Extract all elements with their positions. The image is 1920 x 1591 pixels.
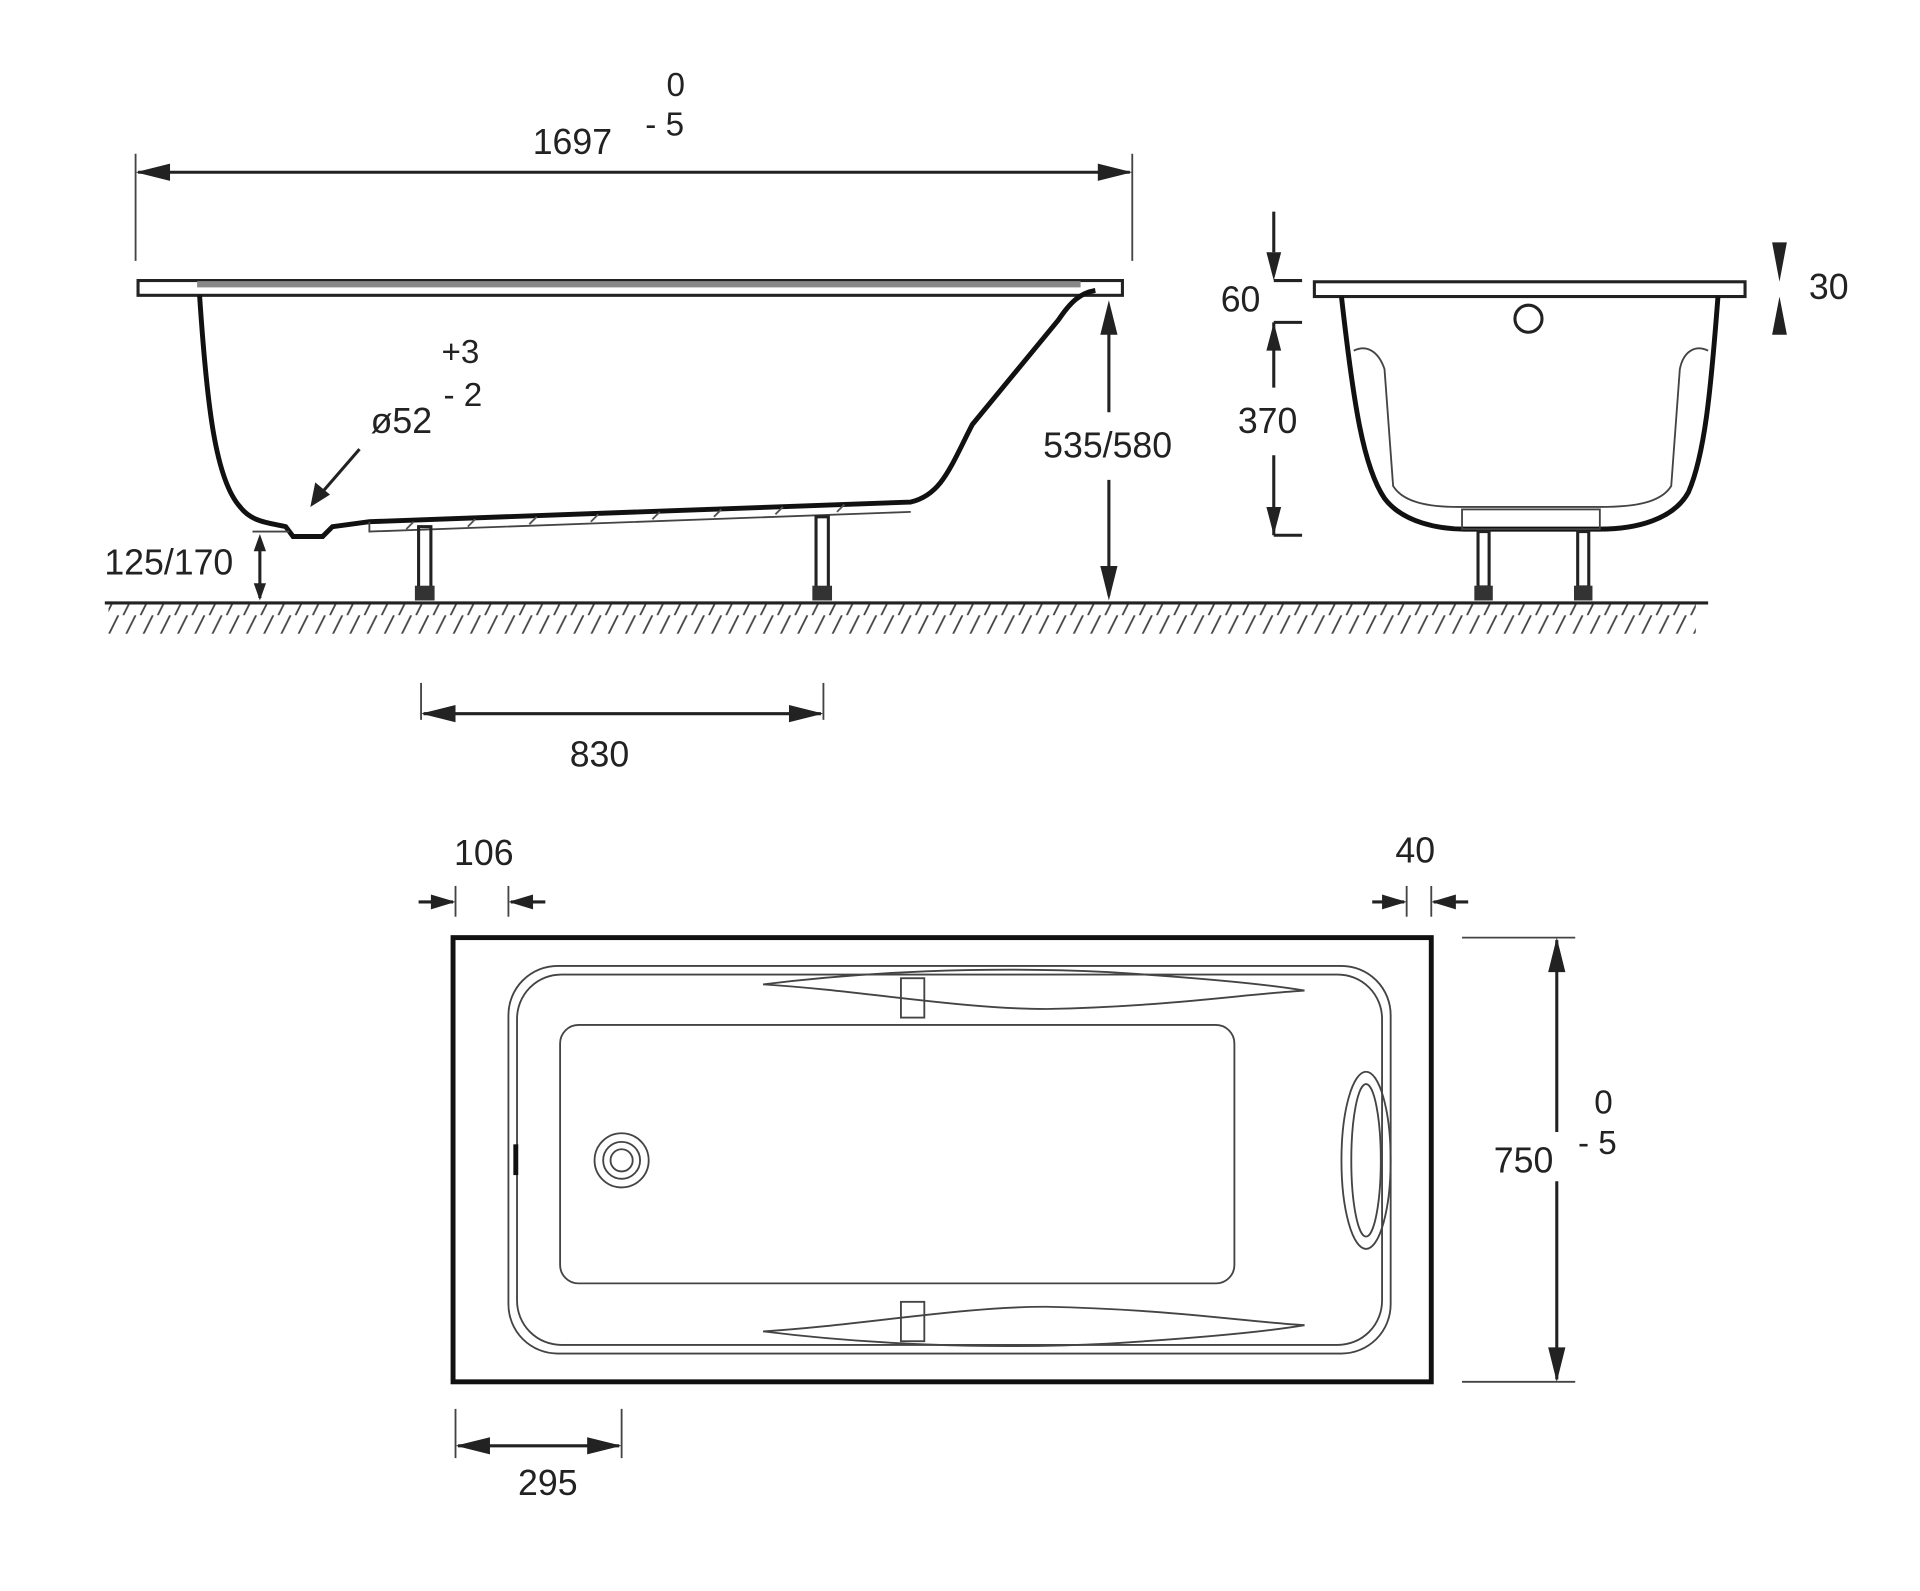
drain-tol-lower: - 2 bbox=[443, 377, 482, 414]
drain-center-dimension: 295 bbox=[454, 1408, 623, 1503]
drain-height-label: 125/170 bbox=[104, 543, 233, 583]
leg bbox=[1574, 530, 1593, 601]
drain-annotation: ø52 +3 - 2 bbox=[310, 334, 482, 507]
drain-diameter-label: ø52 bbox=[371, 401, 432, 441]
drain-height-dimension: 125/170 bbox=[104, 530, 290, 601]
rim-thickness-label: 30 bbox=[1809, 267, 1849, 307]
depth-dimension: 370 bbox=[1238, 322, 1303, 537]
length-tol-lower: - 5 bbox=[645, 106, 684, 143]
rim-offset-dimension: 60 bbox=[1221, 211, 1303, 324]
grab-handle-bottom bbox=[763, 1300, 1305, 1348]
leg-spacing-dimension: 830 bbox=[420, 682, 825, 775]
leg bbox=[1474, 530, 1493, 601]
length-dimension: 1697 0 - 5 bbox=[134, 67, 1134, 261]
height-dimension: 535/580 bbox=[1043, 300, 1172, 601]
drain-offset-label: 106 bbox=[454, 833, 514, 873]
side-view: 1697 0 - 5 bbox=[104, 67, 1172, 775]
floor bbox=[104, 601, 1709, 634]
drain-icon bbox=[593, 1132, 650, 1189]
drain-tol-upper: +3 bbox=[441, 334, 479, 371]
leg bbox=[414, 525, 435, 601]
length-tol-upper: 0 bbox=[667, 67, 685, 104]
depth-label: 370 bbox=[1238, 401, 1298, 441]
headrest bbox=[1340, 1070, 1392, 1250]
tub-side-profile bbox=[136, 279, 1124, 601]
drain-center-label: 295 bbox=[518, 1463, 578, 1503]
height-label: 535/580 bbox=[1043, 426, 1172, 466]
rim-thickness-dimension: 30 bbox=[1772, 242, 1849, 335]
length-label: 1697 bbox=[533, 122, 612, 162]
width-label: 750 bbox=[1494, 1141, 1554, 1181]
end-view: 60 370 30 bbox=[1221, 211, 1849, 601]
edge-offset-label: 40 bbox=[1395, 831, 1435, 871]
edge-offset-dimension: 40 bbox=[1372, 831, 1469, 917]
plan-view: 106 40 750 0 - 5 295 bbox=[418, 831, 1617, 1503]
leg bbox=[812, 515, 833, 601]
rim-offset-label: 60 bbox=[1221, 279, 1261, 319]
leg-spacing-label: 830 bbox=[570, 735, 630, 775]
grab-handle-top bbox=[763, 968, 1305, 1019]
overflow-icon bbox=[1513, 303, 1544, 334]
width-dimension: 750 0 - 5 bbox=[1462, 936, 1617, 1383]
width-tol-lower: - 5 bbox=[1578, 1125, 1617, 1162]
drain-offset-dimension: 106 bbox=[418, 833, 546, 917]
width-tol-upper: 0 bbox=[1594, 1085, 1612, 1122]
